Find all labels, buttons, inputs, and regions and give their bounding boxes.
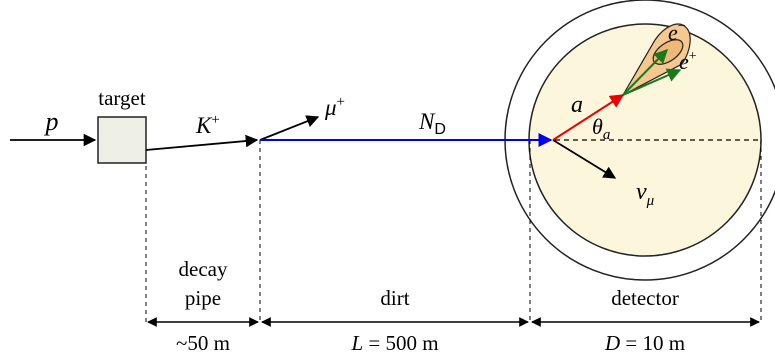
neutrino-symbol: ν bbox=[636, 179, 647, 205]
target-label: target bbox=[98, 86, 146, 110]
pipe-length-label: ~50 m bbox=[176, 331, 230, 355]
kaon-arrow bbox=[145, 134, 259, 151]
detector-size-label: D = 10 m bbox=[604, 331, 685, 355]
neutrino-label: νμ bbox=[636, 179, 655, 209]
dirt-label: dirt bbox=[380, 286, 409, 310]
neutrino-subscript: μ bbox=[646, 193, 655, 209]
nd-symbol: N bbox=[418, 109, 436, 134]
dirt-length-symbol: L bbox=[350, 331, 363, 355]
kaon-symbol: K bbox=[195, 113, 213, 138]
positron-arrow bbox=[622, 68, 682, 96]
theta-label: θa bbox=[592, 114, 610, 143]
neutrino-arrow bbox=[552, 139, 617, 179]
electron-arrow bbox=[622, 48, 668, 96]
theta-subscript: a bbox=[603, 127, 611, 143]
electron-charge: − bbox=[678, 19, 686, 34]
positron-symbol: e bbox=[679, 49, 689, 74]
beam-label: p bbox=[44, 107, 59, 136]
nd-label: ND bbox=[418, 109, 446, 138]
detector-label: detector bbox=[611, 286, 679, 310]
dirt-length-label: L = 500 m bbox=[350, 331, 438, 355]
positron-label: e+ bbox=[679, 49, 697, 74]
dirt-length-value: = 500 m bbox=[363, 331, 438, 355]
muon-label: μ+ bbox=[324, 94, 345, 120]
alp-label: a bbox=[571, 92, 583, 118]
theta-symbol: θ bbox=[592, 114, 603, 139]
muon-charge: + bbox=[337, 94, 345, 110]
electron-label: e− bbox=[668, 19, 686, 45]
alp-arrow bbox=[552, 94, 625, 141]
target-box bbox=[97, 116, 147, 164]
positron-charge: + bbox=[689, 49, 697, 64]
decay-pipe-label-line2: pipe bbox=[185, 286, 221, 310]
muon-symbol: μ bbox=[324, 95, 337, 120]
electron-symbol: e bbox=[668, 20, 678, 45]
detector-size-symbol: D bbox=[604, 331, 620, 355]
kaon-charge: + bbox=[211, 112, 219, 128]
decay-pipe-label-line1: decay bbox=[179, 257, 228, 281]
muon-arrow bbox=[259, 115, 320, 141]
kaon-label: K+ bbox=[195, 112, 220, 138]
nd-subscript: D bbox=[434, 121, 446, 138]
detector-size-value: = 10 m bbox=[620, 331, 685, 355]
